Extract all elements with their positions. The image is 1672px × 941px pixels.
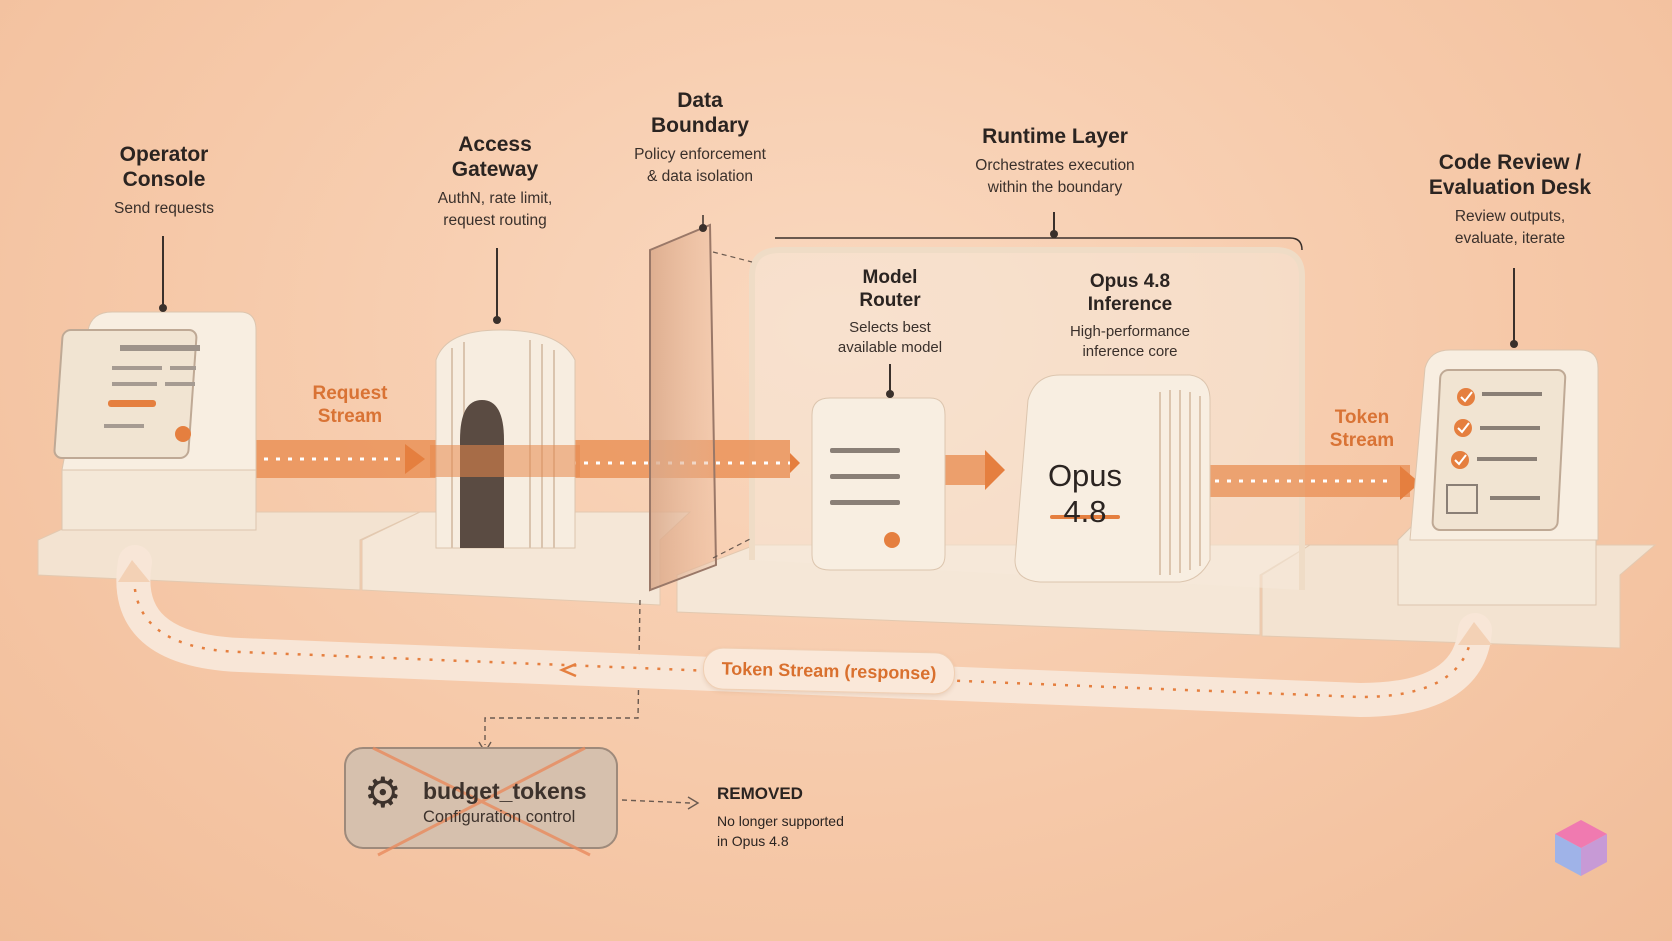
removed-status: REMOVED: [717, 784, 803, 803]
operator-console-device: [53, 311, 257, 531]
access-gateway-leader: [493, 248, 501, 324]
code-review-leader: [1510, 268, 1518, 348]
removed-config-card: [344, 746, 700, 857]
response-stream-pill: Token Stream (response): [702, 647, 956, 695]
access-gateway-arch: [430, 329, 580, 549]
opus-inference-cube: [1014, 374, 1211, 583]
model-router-leader: [886, 364, 894, 398]
gear-icon: ⚙: [364, 769, 402, 816]
code-review-label: Code Review /Evaluation Desk Review outp…: [1428, 151, 1592, 247]
budget-tokens-desc: Configuration control: [423, 808, 576, 826]
operator-console-leader: [159, 236, 167, 312]
budget-tokens-name: budget_tokens: [423, 778, 587, 804]
data-boundary-panel: [478, 215, 753, 754]
code-review-device: [1397, 349, 1599, 606]
response-stream-label: Token Stream (response): [721, 658, 937, 684]
model-router-server: [811, 397, 946, 571]
opus-cube-label: Opus 4.8: [1047, 458, 1123, 529]
response-stream-loop: [116, 545, 1492, 718]
runtime-layer-leader: [1050, 212, 1058, 238]
cube-logo-icon: [1555, 820, 1607, 876]
